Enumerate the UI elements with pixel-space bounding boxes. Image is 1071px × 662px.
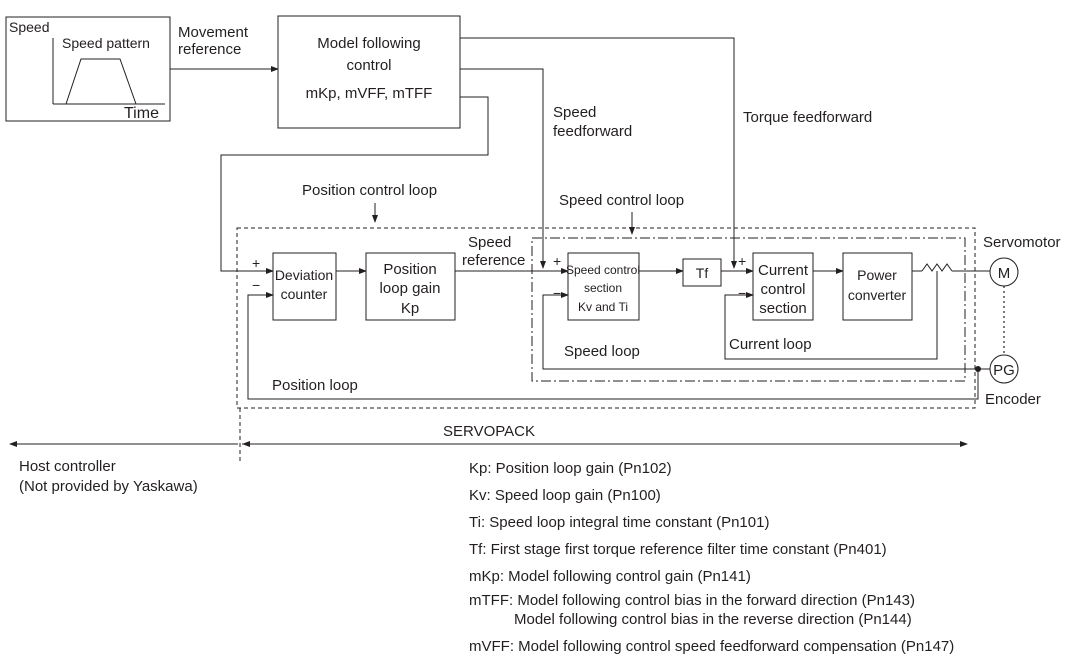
speed-control-section-label-2: section <box>584 281 622 295</box>
time-axis-label: Time <box>124 105 159 122</box>
speed-axis-label: Speed <box>9 19 49 35</box>
current-control-section-box <box>752 252 814 321</box>
torque-feedforward-label: Torque feedforward <box>743 109 872 126</box>
host-controller-label-2: (Not provided by Yaskawa) <box>19 478 198 495</box>
tf-box <box>682 258 722 287</box>
current-control-label-2: control <box>760 281 805 298</box>
current-waveform-icon <box>921 263 953 272</box>
position-loop-gain-box <box>365 252 456 321</box>
power-converter-box <box>842 252 913 321</box>
legend-item-kv: Kv: Speed loop gain (Pn100) <box>469 487 661 504</box>
servopack-label: SERVOPACK <box>443 423 535 440</box>
model-following-label-3: mKp, mVFF, mTFF <box>306 85 433 102</box>
current-control-label-1: Current <box>758 262 809 279</box>
speed-minus-sign: − <box>553 285 561 301</box>
deviation-counter-box <box>272 252 337 321</box>
encoder-symbol: PG <box>993 362 1015 379</box>
torque-feedforward-line <box>460 37 737 269</box>
deviation-minus-sign: − <box>252 277 260 293</box>
speed-feedforward-line <box>460 68 546 269</box>
position-control-loop-label: Position control loop <box>302 182 437 199</box>
current-control-label-3: section <box>759 300 807 317</box>
motor-symbol: M <box>998 265 1011 282</box>
position-loop-feedback-line <box>247 292 979 400</box>
speed-plus-sign: + <box>553 253 561 269</box>
current-plus-sign: + <box>738 253 746 269</box>
deviation-counter-label-2: counter <box>281 286 328 302</box>
position-loop-gain-label-3: Kp <box>401 300 419 317</box>
legend-item-mkp: mKp: Model following control gain (Pn141… <box>469 568 751 585</box>
legend-item-mtff: mTFF: Model following control bias in th… <box>469 592 915 609</box>
power-converter-label-1: Power <box>857 267 897 283</box>
legend-item-mvff: mVFF: Model following control speed feed… <box>469 638 954 655</box>
speed-feedforward-label-2: feedforward <box>553 123 632 140</box>
speed-control-loop-label: Speed control loop <box>559 192 684 209</box>
speed-control-section-label-3: Kv and Ti <box>578 300 628 314</box>
speed-feedforward-label-1: Speed <box>553 104 596 121</box>
power-converter-label-2: converter <box>848 287 907 303</box>
parameter-legend: Kp: Position loop gain (Pn102) Kv: Speed… <box>469 460 954 655</box>
model-following-label-2: control <box>346 57 391 74</box>
model-following-label-1: Model following <box>317 35 420 52</box>
trapezoid-profile <box>65 58 137 105</box>
position-loop-label: Position loop <box>272 377 358 394</box>
position-loop-gain-label-1: Position <box>383 261 436 278</box>
legend-item-kp: Kp: Position loop gain (Pn102) <box>469 460 672 477</box>
current-loop-label: Current loop <box>729 336 812 353</box>
speed-reference-label-2: reference <box>462 252 525 269</box>
model-following-box: Model following control mKp, mVFF, mTFF <box>277 15 461 129</box>
legend-item-ti: Ti: Speed loop integral time constant (P… <box>469 514 769 531</box>
legend-item-tf: Tf: First stage first torque reference f… <box>469 541 887 558</box>
deviation-counter-label-1: Deviation <box>275 267 333 283</box>
encoder-label: Encoder <box>985 391 1041 408</box>
tf-label: Tf <box>696 265 709 281</box>
position-reference-line <box>220 96 489 274</box>
speed-loop-feedback-line <box>542 292 990 370</box>
host-controller-label-1: Host controller <box>19 458 116 475</box>
speed-control-section-box <box>567 252 640 321</box>
legend-item-mtff-reverse: Model following control bias in the reve… <box>514 611 912 628</box>
servomotor-label: Servomotor <box>983 234 1061 251</box>
speed-reference-label-1: Speed <box>468 234 511 251</box>
speed-loop-label: Speed loop <box>564 343 640 360</box>
current-loop-feedback-line <box>724 271 938 360</box>
speed-pattern-box: Speed Speed pattern Time <box>5 16 171 122</box>
speed-control-loop-boundary <box>531 237 966 382</box>
position-loop-gain-label-2: loop gain <box>380 280 441 297</box>
movement-reference-label-2: reference <box>178 41 241 58</box>
position-control-loop-boundary <box>236 227 976 409</box>
deviation-plus-sign: + <box>252 255 260 271</box>
movement-reference-label-1: Movement <box>178 24 249 41</box>
current-minus-sign: − <box>738 285 746 301</box>
speed-control-section-label-1: Speed control <box>566 263 640 277</box>
speed-pattern-title: Speed pattern <box>62 35 150 51</box>
